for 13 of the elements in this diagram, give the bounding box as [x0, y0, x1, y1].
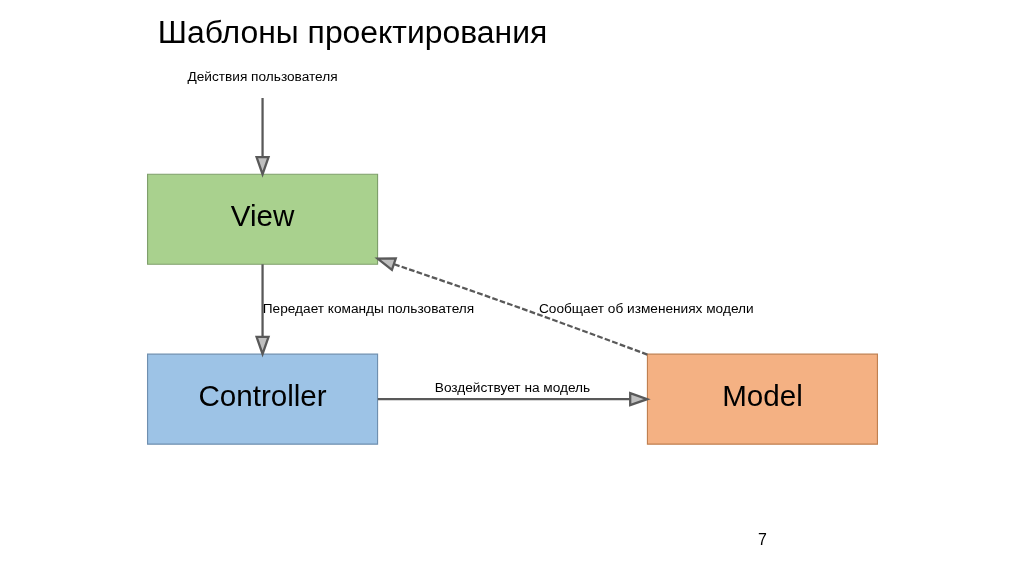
arrow	[377, 391, 651, 407]
diagram-title: Шаблоны проектирования	[157, 13, 547, 50]
node-box: View	[146, 173, 378, 265]
edge-label: Сообщает об изменениях модели	[538, 300, 754, 316]
label: 7	[757, 531, 767, 549]
arrow	[254, 264, 270, 358]
arrow	[254, 98, 270, 178]
edge-label: Передает команды пользователя	[262, 300, 474, 316]
edge-label: Воздействует на модель	[434, 379, 590, 395]
node-box: Controller	[146, 353, 378, 445]
node-box: Model	[646, 353, 878, 445]
arrow	[373, 257, 648, 356]
node-text: Действия пользователя	[187, 69, 338, 85]
